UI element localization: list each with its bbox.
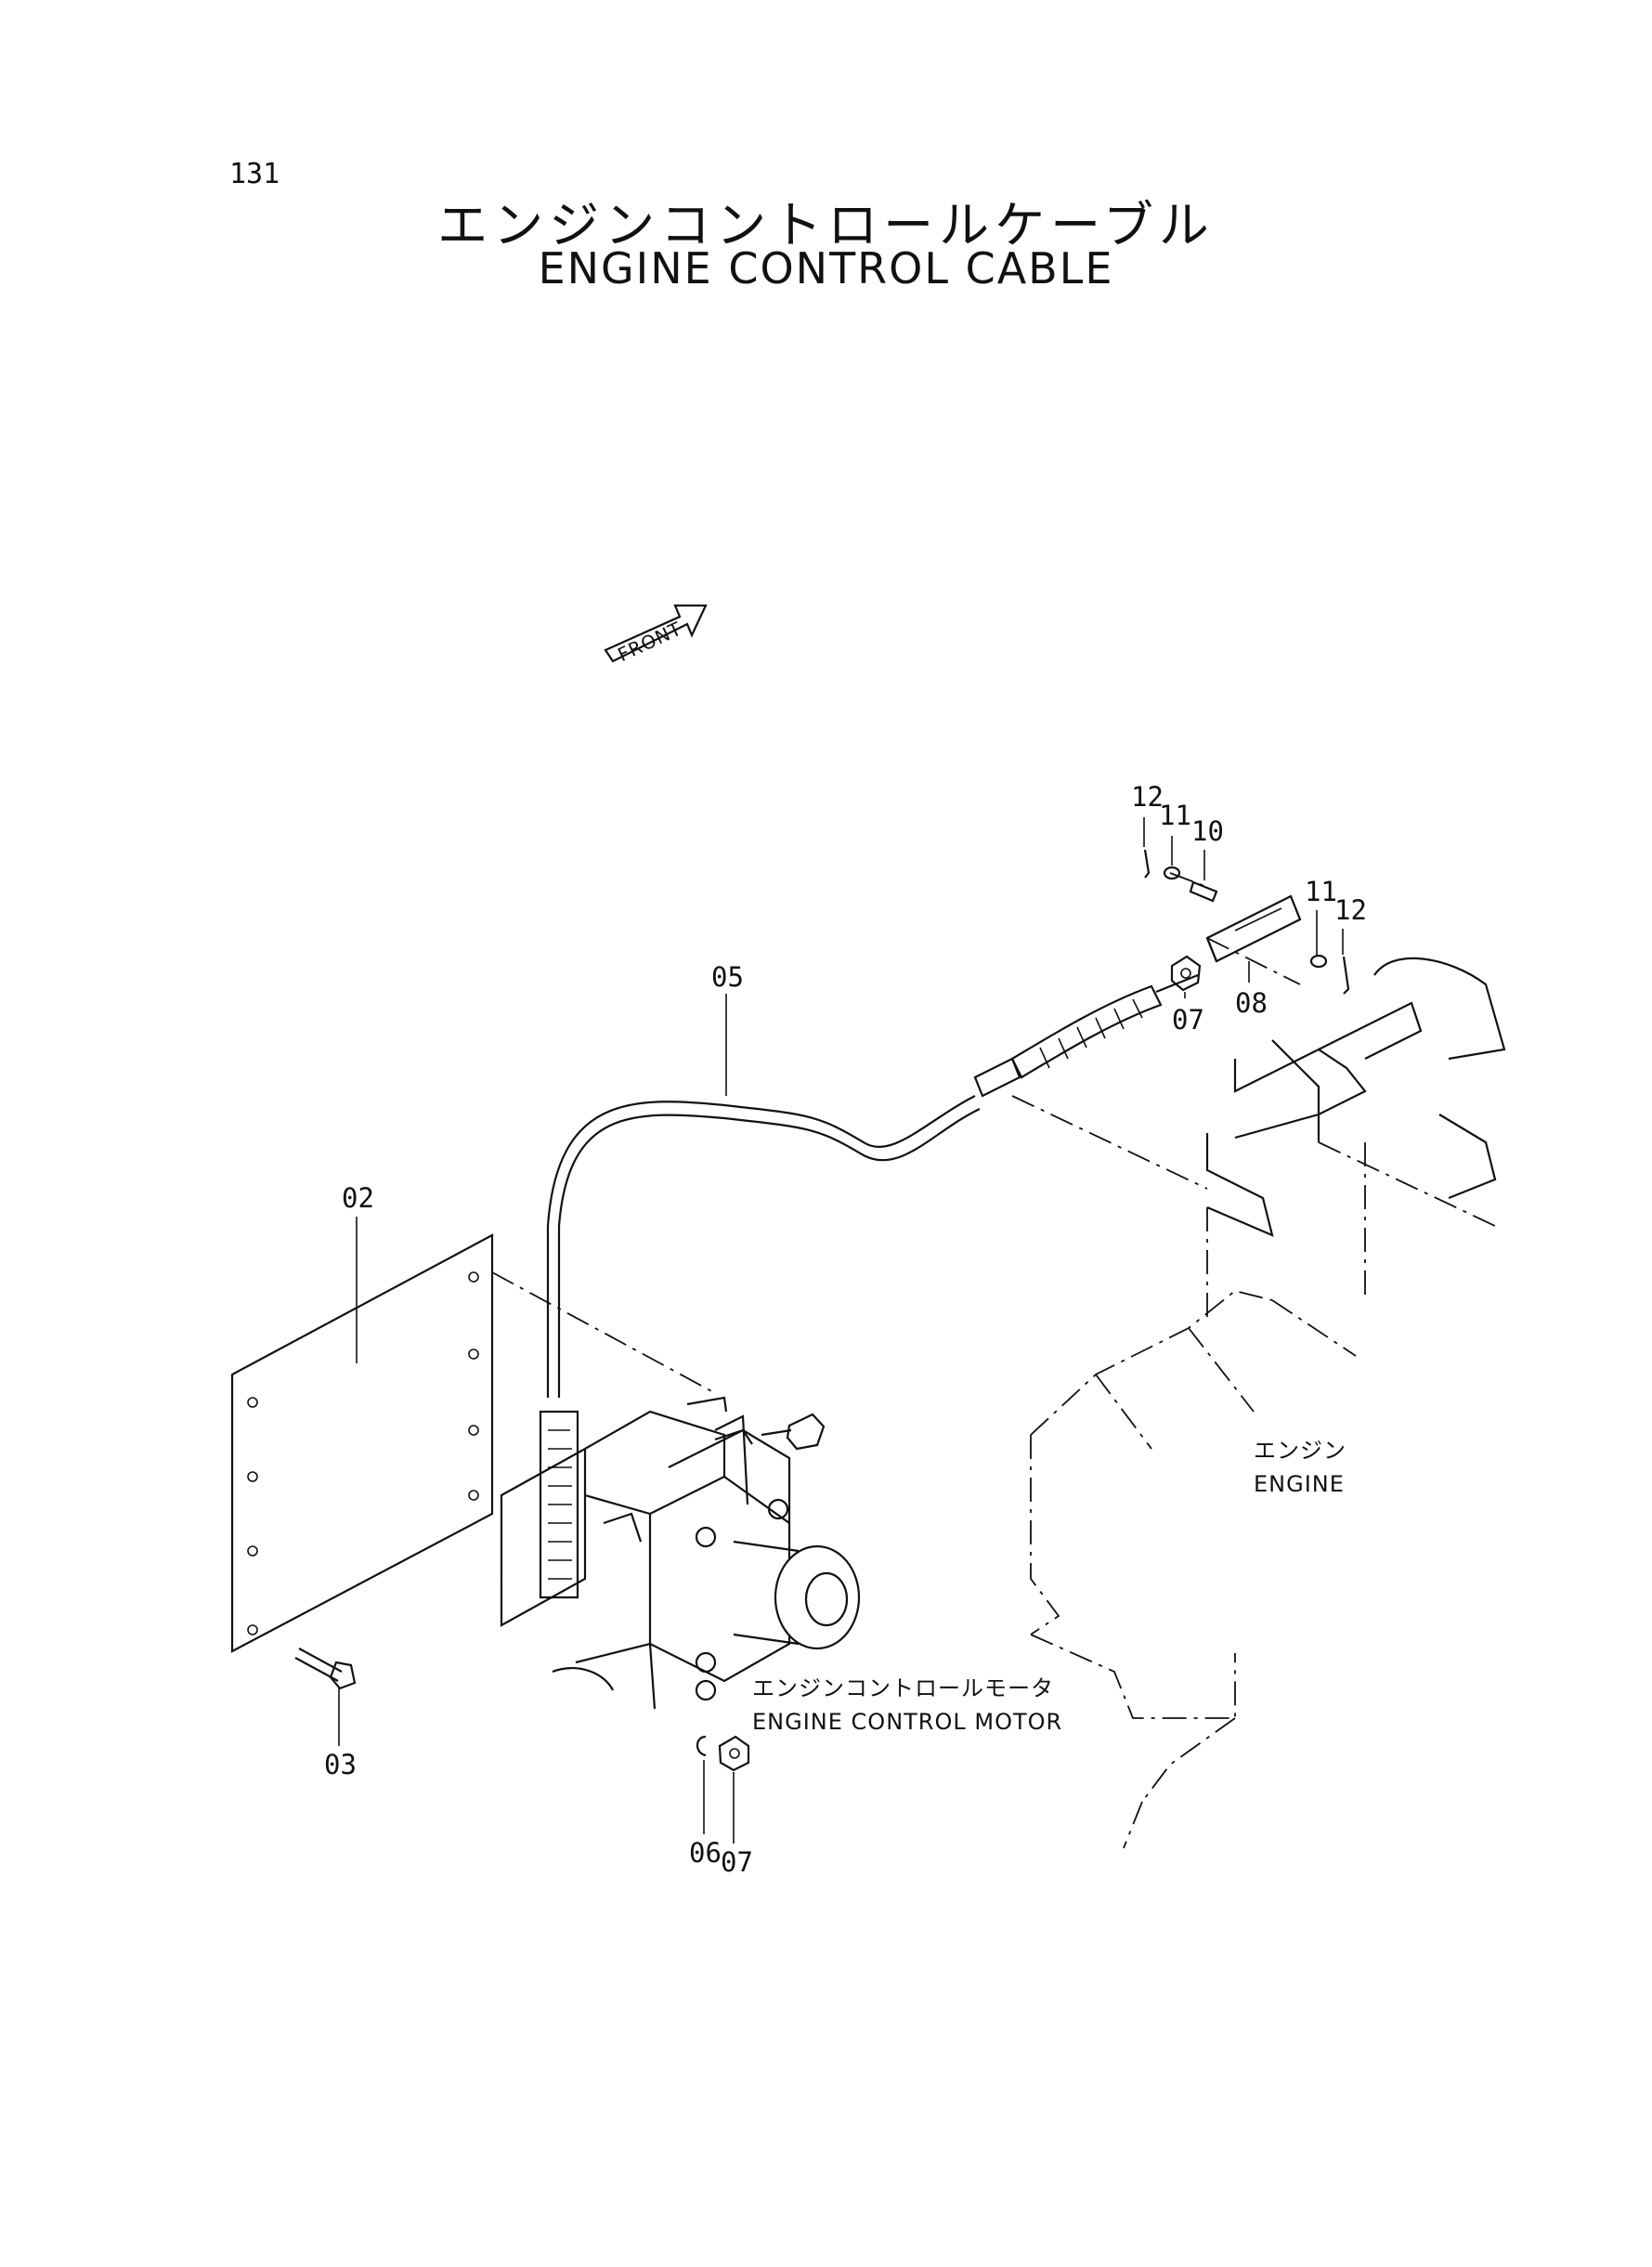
callout-12-upper: 12 <box>1131 781 1164 813</box>
leader-lines <box>338 817 1344 1844</box>
callout-08: 08 <box>1235 987 1268 1019</box>
cotter-pin-12-upper <box>1143 849 1151 879</box>
clip-06 <box>696 1735 707 1757</box>
assembly-lines <box>491 872 1301 1394</box>
page-title-jp: エンジンコントロールケーブル <box>437 196 1215 254</box>
nut-07-lower <box>718 1735 750 1772</box>
page-title-en: ENGINE CONTROL CABLE <box>538 243 1114 293</box>
callout-05: 05 <box>711 961 744 993</box>
motor-label-en: ENGINE CONTROL MOTOR <box>752 1709 1062 1735</box>
front-arrow-icon: FRONT <box>604 604 708 666</box>
callout-03: 03 <box>324 1749 357 1780</box>
engine-label-jp: エンジン <box>1254 1438 1346 1464</box>
washer-11-lower <box>1309 954 1328 969</box>
callout-12-lower: 12 <box>1334 894 1367 926</box>
motor-label-jp: エンジンコントロールモータ <box>752 1675 1054 1701</box>
engine-outline <box>1030 1290 1357 1849</box>
engine-control-motor <box>500 1396 861 1710</box>
callout-11-upper: 11 <box>1159 800 1191 831</box>
callout-07-lower: 07 <box>721 1846 753 1878</box>
front-label: FRONT <box>614 617 685 666</box>
nut-07-upper <box>1170 955 1202 992</box>
control-cable <box>546 973 1199 1398</box>
rod-end-08 <box>1205 894 1302 963</box>
motor-mount-bolt <box>761 1413 826 1451</box>
engine-bracket <box>1205 957 1506 1319</box>
washer-11-upper <box>1163 866 1181 880</box>
callout-06: 06 <box>689 1837 722 1869</box>
callout-11-lower: 11 <box>1305 876 1337 907</box>
pin-10 <box>1189 880 1218 903</box>
callout-02: 02 <box>342 1182 374 1214</box>
cotter-pin-12-lower <box>1342 956 1350 995</box>
mounting-plate <box>230 1233 494 1653</box>
bolt-03 <box>294 1648 357 1690</box>
callout-10: 10 <box>1191 815 1224 847</box>
engine-label-en: ENGINE <box>1254 1471 1345 1497</box>
callout-07-upper: 07 <box>1172 1004 1204 1036</box>
page-number: 131 <box>229 158 280 190</box>
